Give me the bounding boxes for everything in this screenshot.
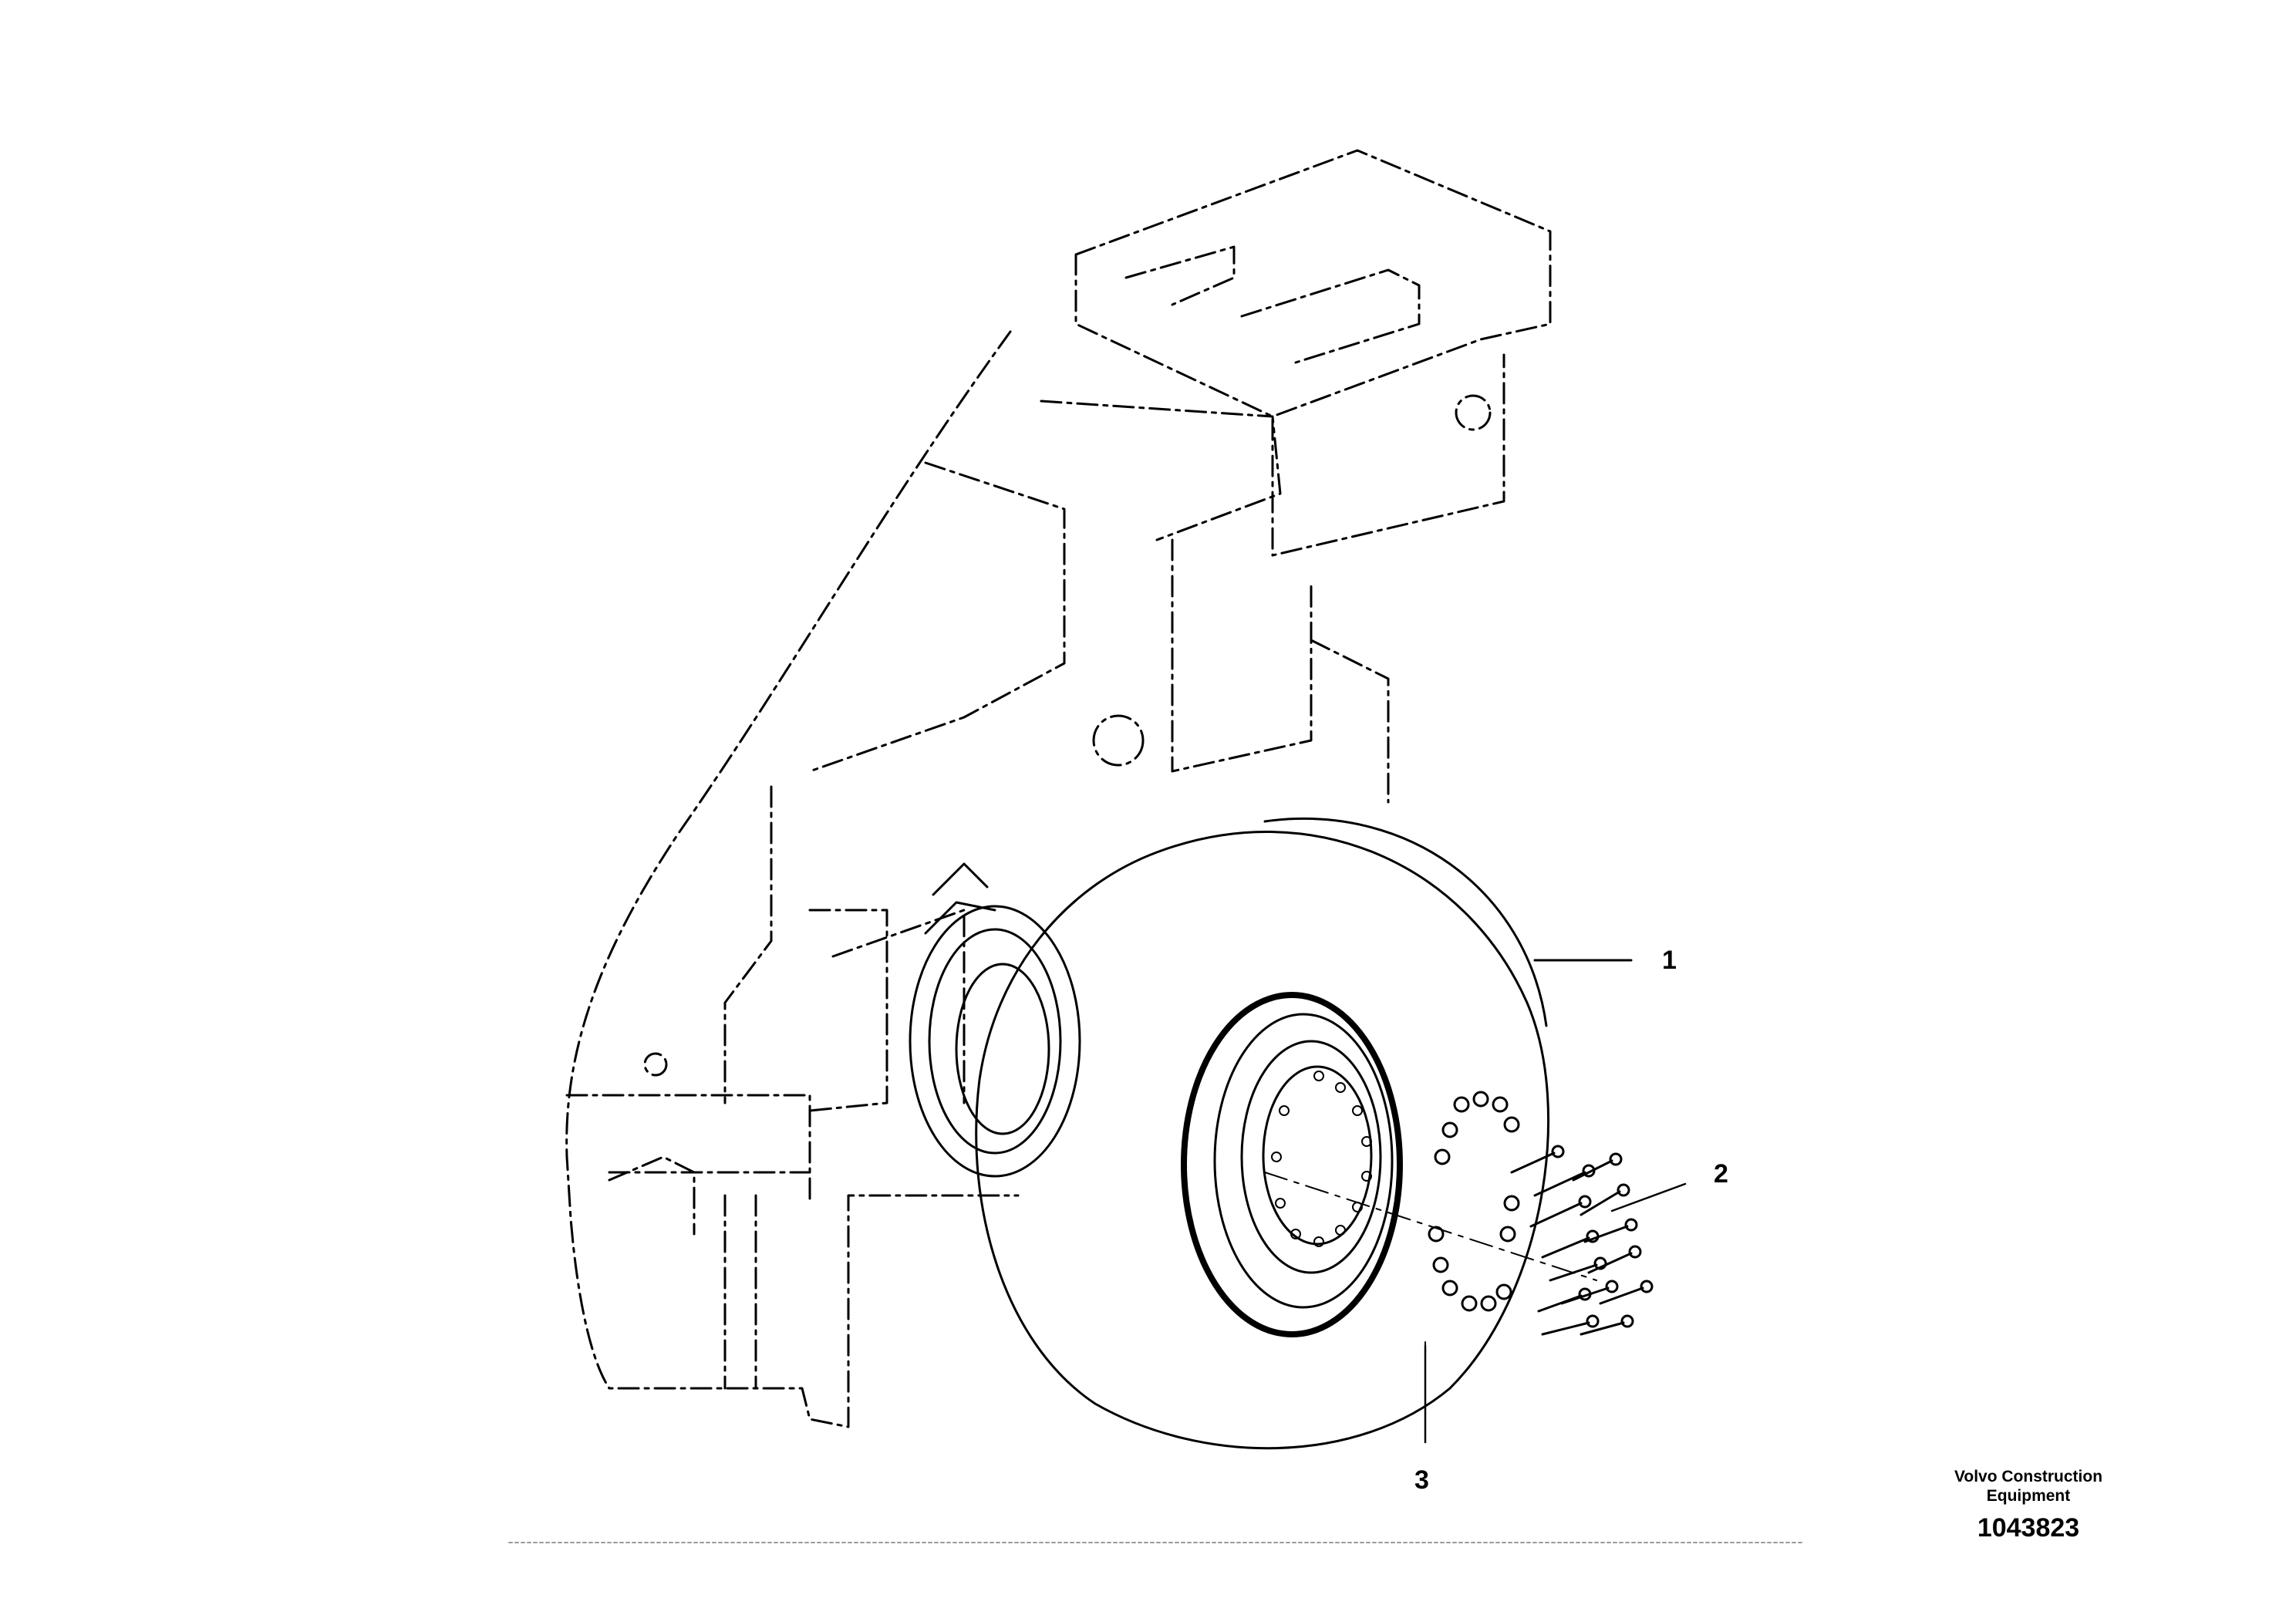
final-drive-hub <box>909 862 1081 1178</box>
wheel-centerline <box>1264 1172 1597 1281</box>
washer-ring <box>1428 1091 1520 1312</box>
manufacturer-line-1: Volvo Construction <box>1954 1468 2103 1485</box>
callout-2: 2 <box>1714 1159 1728 1189</box>
rim-bolt-holes <box>1271 1071 1372 1247</box>
manufacturer-label: Volvo Construction Equipment <box>1913 1467 2144 1506</box>
frame-phantom-outline <box>565 149 1552 1428</box>
callout-1: 1 <box>1662 946 1677 975</box>
tire <box>975 818 1549 1450</box>
drawing-number: 1043823 <box>1977 1513 2080 1543</box>
leader-line-2 <box>1610 1182 1687 1212</box>
manufacturer-line-2: Equipment <box>1986 1487 2071 1505</box>
wheel-rim <box>1181 992 1403 1337</box>
callout-3: 3 <box>1414 1465 1429 1495</box>
wheel-bolts <box>1510 1145 1654 1336</box>
